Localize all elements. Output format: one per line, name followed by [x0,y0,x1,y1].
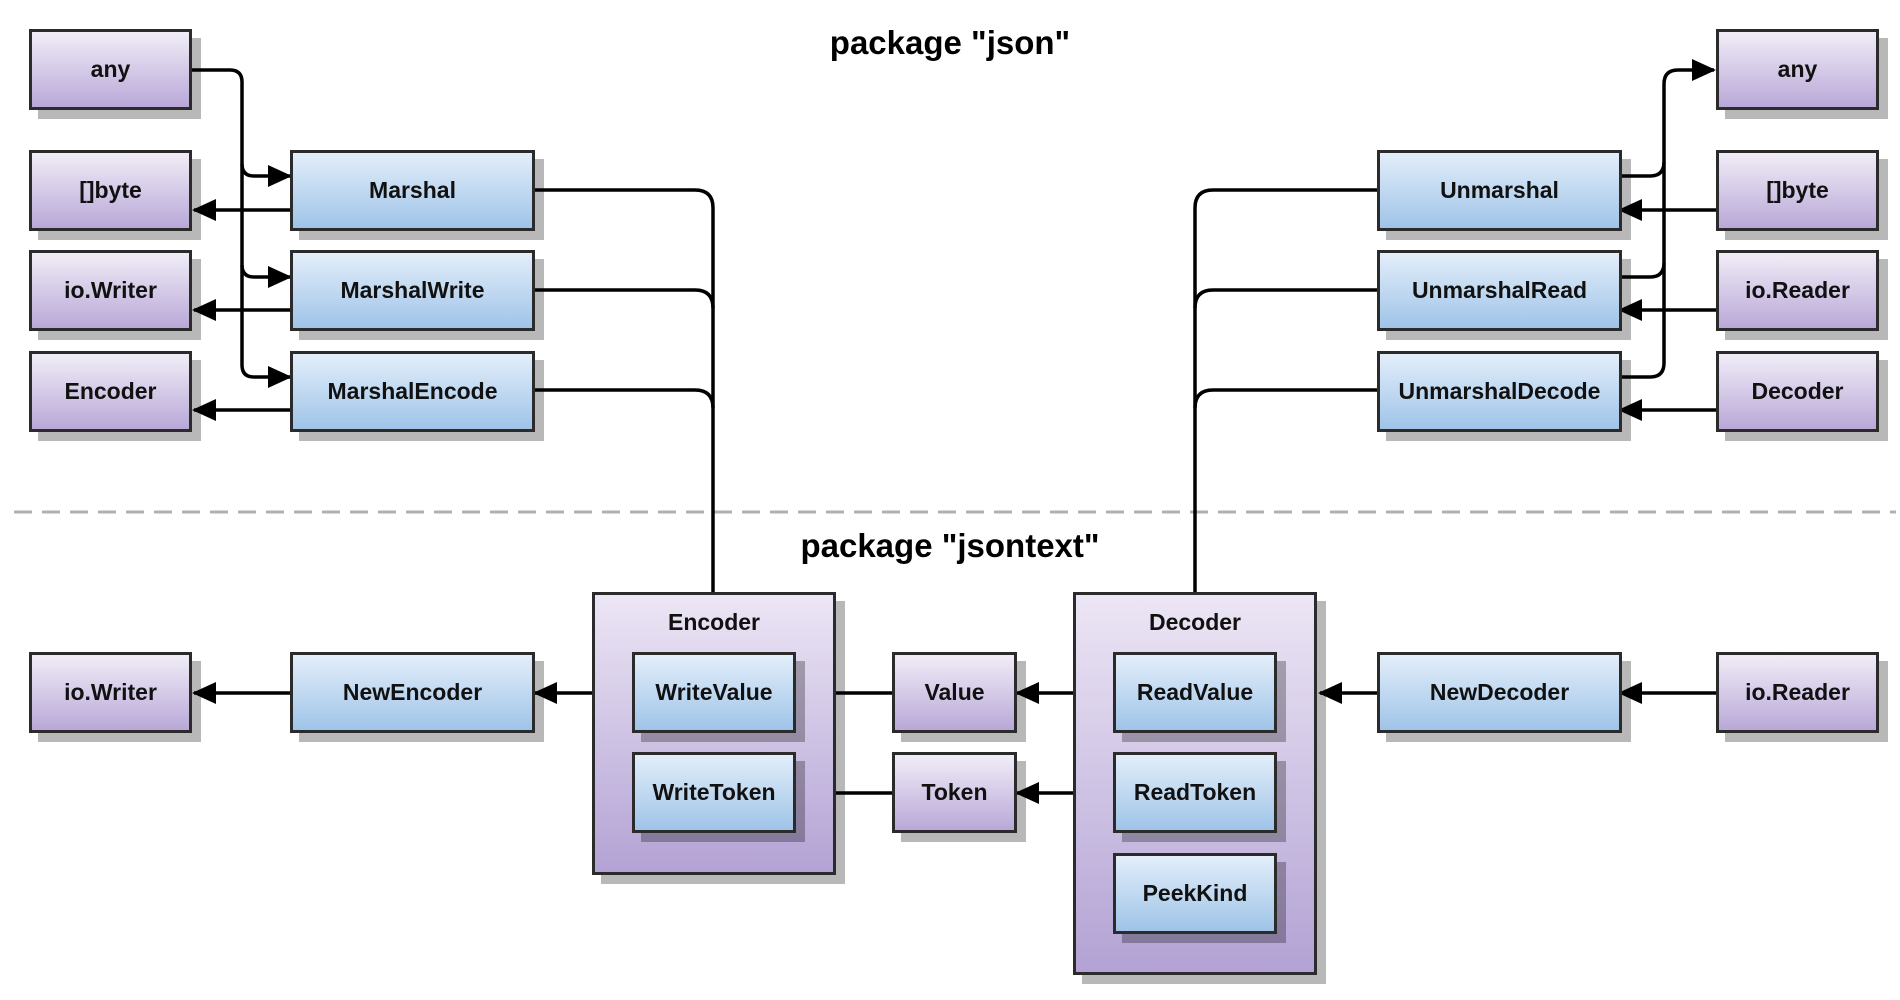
marshal-func-box: Marshal [290,150,535,231]
package-jsontext-title: package "jsontext" [800,527,1100,564]
unmarshaldecode-func-box: UnmarshalDecode [1377,351,1622,432]
byte-slice-type-box-right: []byte [1716,150,1879,231]
writevalue-method-box: WriteValue [632,652,796,733]
wire-unmarshalread-to-any [1620,162,1666,279]
encoder-type-box: Encoder [29,351,192,432]
decoder-type-box: Decoder [1716,351,1879,432]
jsontext-io-reader-box: io.Reader [1716,652,1879,733]
wire-unmarshaldecode-to-any [1620,263,1666,379]
wire-unmarshalread-to-decoder [1193,288,1377,309]
newdecoder-func-box: NewDecoder [1377,652,1622,733]
wire-marshalencode-to-encoder [533,388,715,409]
jsontext-io-writer-box: io.Writer [29,652,192,733]
wire-any-to-marshalencode [240,265,292,388]
unmarshal-func-box: Unmarshal [1377,150,1622,231]
wire-unmarshal-to-decoder [1193,188,1377,592]
wire-unmarshal-to-any [1620,59,1716,178]
wire-any-to-marshal [192,68,292,187]
wire-unmarshaldecode-to-decoder [1193,388,1377,409]
io-reader-type-box: io.Reader [1716,250,1879,331]
value-type-box: Value [892,652,1017,733]
marshalwrite-func-box: MarshalWrite [290,250,535,331]
readtoken-method-box: ReadToken [1113,752,1277,833]
any-type-box-right: any [1716,29,1879,110]
unmarshalread-func-box: UnmarshalRead [1377,250,1622,331]
wire-any-to-marshalwrite [240,164,292,288]
decoder-container-title: Decoder [1148,609,1242,635]
wire-marshalwrite-to-encoder [533,288,715,309]
marshalencode-func-box: MarshalEncode [290,351,535,432]
any-type-box: any [29,29,192,110]
newencoder-func-box: NewEncoder [290,652,535,733]
encoder-container-title: Encoder [667,609,761,635]
package-json-title: package "json" [829,24,1071,61]
wire-marshal-to-encoder [533,188,715,592]
token-type-box: Token [892,752,1017,833]
byte-slice-type-box: []byte [29,150,192,231]
readvalue-method-box: ReadValue [1113,652,1277,733]
io-writer-type-box: io.Writer [29,250,192,331]
peekkind-method-box: PeekKind [1113,853,1277,934]
writetoken-method-box: WriteToken [632,752,796,833]
